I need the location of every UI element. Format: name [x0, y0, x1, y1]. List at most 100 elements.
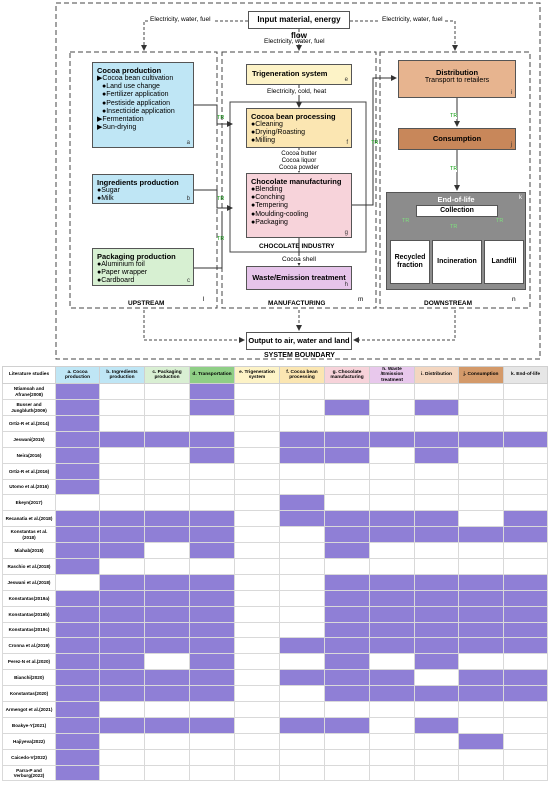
coverage-cell-empty: [369, 716, 415, 734]
coverage-cell-filled: [414, 605, 459, 623]
cocoa-code: a: [186, 140, 190, 146]
coverage-cell-filled: [458, 669, 504, 687]
coverage-cell-empty: [99, 764, 145, 782]
coverage-cell-empty: [369, 446, 415, 464]
coverage-cell-filled: [279, 669, 325, 687]
trigeneration-code: e: [344, 77, 348, 83]
coverage-cell-empty: [324, 494, 370, 512]
coverage-cell-empty: [324, 732, 370, 750]
coverage-cell-filled: [144, 605, 190, 623]
coverage-cell-filled: [414, 637, 459, 655]
ingredients-title: Ingredients production: [97, 178, 179, 187]
coverage-cell-filled: [458, 589, 504, 607]
waste-title: Waste/Emission treatment: [252, 273, 346, 282]
coverage-cell-filled: [99, 669, 145, 687]
matrix-row: Konstantas et al.(2018): [2, 526, 548, 544]
coverage-cell-filled: [279, 637, 325, 655]
coverage-cell-empty: [144, 542, 190, 560]
tr-label: TR: [496, 218, 504, 224]
coverage-cell-empty: [234, 446, 280, 464]
matrix-row: Ntiamoah and Afrane(2008): [2, 383, 548, 401]
coverage-cell-filled: [189, 621, 235, 639]
coverage-cell-filled: [144, 716, 190, 734]
coverage-cell-filled: [414, 526, 459, 544]
coverage-cell-filled: [503, 621, 548, 639]
recycled-fraction-box: Recycled fraction: [390, 240, 430, 284]
tr-label: TR: [402, 218, 410, 224]
chocolate-item: ●Tempering: [251, 202, 288, 210]
coverage-cell-empty: [234, 605, 280, 623]
waste-treatment-box: Waste/Emission treatment h: [246, 266, 352, 290]
coverage-cell-empty: [458, 383, 504, 401]
coverage-cell-empty: [414, 462, 459, 480]
matrix-header-stage: d. Transportation: [189, 365, 235, 385]
matrix-row: Perez-N et al.(2020): [2, 653, 548, 671]
landfill-box: Landfill: [484, 240, 524, 284]
coverage-cell-filled: [369, 669, 415, 687]
coverage-cell-filled: [324, 589, 370, 607]
coverage-cell-empty: [369, 494, 415, 512]
coverage-cell-empty: [234, 701, 280, 718]
input-left-label: Electricity, water, fuel: [148, 16, 213, 23]
study-name: Ortiz-R et al.(2016): [2, 462, 56, 480]
coverage-cell-filled: [414, 685, 459, 703]
study-name: Jeswani(2015): [2, 430, 56, 448]
coverage-cell-empty: [414, 701, 459, 718]
study-name: Jeswani et al.(2018): [2, 573, 56, 591]
coverage-cell-empty: [414, 415, 459, 432]
coverage-cell-filled: [458, 430, 504, 448]
study-name: Busser and Jungbluth(2009): [2, 399, 56, 416]
coverage-cell-empty: [234, 653, 280, 671]
coverage-cell-filled: [189, 446, 235, 464]
coverage-cell-empty: [503, 764, 548, 782]
coverage-cell-empty: [234, 494, 280, 512]
coverage-cell-filled: [55, 462, 100, 480]
coverage-cell-filled: [144, 621, 190, 639]
coverage-cell-empty: [503, 748, 548, 766]
coverage-cell-filled: [369, 605, 415, 623]
coverage-cell-filled: [144, 510, 190, 528]
coverage-cell-empty: [458, 478, 504, 496]
cocoa-item: ●Fertilizer application: [102, 91, 169, 99]
coverage-cell-empty: [324, 478, 370, 496]
matrix-header-stage: j. Consumption: [458, 365, 504, 385]
coverage-cell-empty: [234, 764, 280, 782]
coverage-cell-empty: [369, 653, 415, 671]
distribution-box: Distribution Transport to retailers i: [398, 60, 516, 98]
coverage-cell-empty: [369, 558, 415, 575]
coverage-cell-filled: [324, 621, 370, 639]
coverage-cell-filled: [503, 573, 548, 591]
coverage-cell-empty: [234, 669, 280, 687]
coverage-cell-filled: [189, 526, 235, 544]
matrix-row: Jeswani(2015): [2, 430, 548, 448]
study-name: Hajiyeva(2022): [2, 732, 56, 750]
coverage-cell-filled: [144, 430, 190, 448]
cocoa-production-box: Cocoa production ▶Cocoa bean cultivation…: [92, 62, 194, 148]
study-name: Perez-N et al.(2020): [2, 653, 56, 671]
cocoa-item: ▶Sun-drying: [97, 124, 137, 132]
coverage-cell-empty: [234, 399, 280, 416]
coverage-cell-empty: [324, 764, 370, 782]
chocolate-item: ●Packaging: [251, 218, 288, 226]
coverage-cell-empty: [279, 589, 325, 607]
coverage-cell-empty: [369, 701, 415, 718]
coverage-cell-empty: [279, 542, 325, 560]
coverage-cell-empty: [144, 399, 190, 416]
matrix-row: Bianchi(2020): [2, 669, 548, 687]
coverage-cell-empty: [234, 748, 280, 766]
packaging-title: Packaging production: [97, 252, 176, 261]
coverage-cell-empty: [369, 383, 415, 401]
coverage-cell-filled: [458, 637, 504, 655]
coverage-cell-empty: [458, 542, 504, 560]
coverage-cell-filled: [189, 510, 235, 528]
coverage-cell-empty: [458, 415, 504, 432]
coverage-cell-empty: [234, 462, 280, 480]
manufacturing-label: MANUFACTURING: [268, 300, 326, 307]
coverage-cell-empty: [414, 542, 459, 560]
bean-processing-title: Cocoa bean processing: [251, 112, 336, 121]
coverage-cell-empty: [279, 415, 325, 432]
bean-processing-item: ●Drying/Roasting: [251, 129, 306, 137]
coverage-cell-empty: [234, 716, 280, 734]
end-of-life-code: k: [519, 195, 522, 201]
intermediate-item: Cocoa powder: [279, 164, 319, 171]
